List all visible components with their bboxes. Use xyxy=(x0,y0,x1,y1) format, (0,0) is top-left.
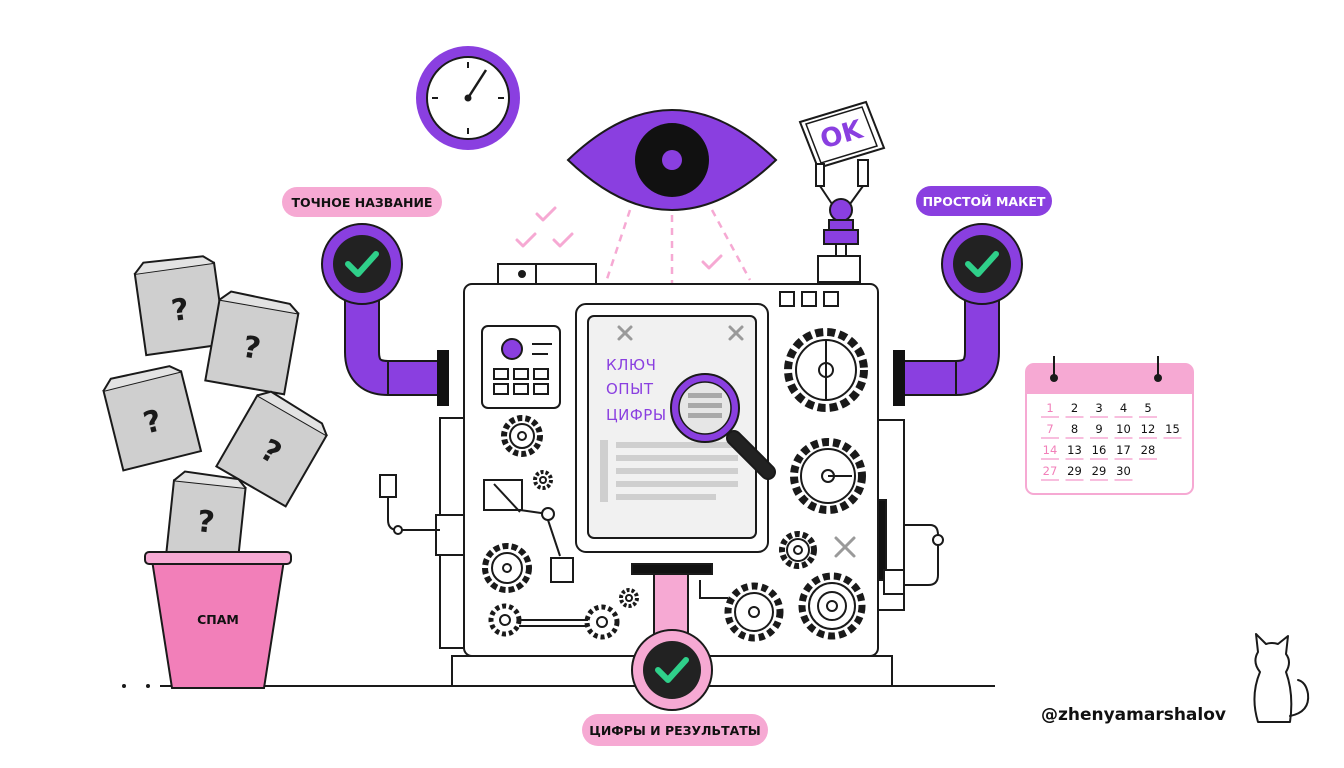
right-arm-pipe xyxy=(893,223,1023,406)
checkmark-icon xyxy=(345,251,379,277)
close-icon xyxy=(834,536,856,558)
label-exact-title-text: ТОЧНОЕ НАЗВАНИЕ xyxy=(292,195,433,210)
calendar-day: 29 xyxy=(1092,464,1107,478)
label-exact-title: ТОЧНОЕ НАЗВАНИЕ xyxy=(282,187,442,217)
calendar-day: 5 xyxy=(1144,401,1151,415)
label-numbers-results-text: ЦИФРЫ И РЕЗУЛЬТАТЫ xyxy=(589,723,761,738)
spam-label: СПАМ xyxy=(197,612,239,627)
clock-icon xyxy=(416,46,520,150)
calendar-day: 3 xyxy=(1095,401,1102,415)
text-lines xyxy=(600,440,738,502)
gear-icon xyxy=(584,604,620,640)
screen-word-key: КЛЮЧ xyxy=(606,356,656,374)
left-arm-pipe xyxy=(321,223,449,406)
gear-icon xyxy=(724,582,784,642)
gear-icon xyxy=(779,531,817,569)
label-numbers-results: ЦИФРЫ И РЕЗУЛЬТАТЫ xyxy=(582,714,768,746)
side-wires xyxy=(379,474,944,595)
calendar-day: 10 xyxy=(1116,422,1131,436)
screen-stand xyxy=(631,563,713,641)
calendar-day: 15 xyxy=(1165,422,1180,436)
calendar-day: 7 xyxy=(1046,422,1053,436)
control-panel xyxy=(481,325,561,409)
screen-word-numbers: ЦИФРЫ xyxy=(606,406,667,424)
gear-icon xyxy=(619,588,639,608)
checkmark-icon xyxy=(655,657,689,683)
calendar-day: 13 xyxy=(1067,443,1082,457)
gear-icon xyxy=(798,572,866,640)
trash-bin-icon: СПАМ xyxy=(144,551,292,689)
gear-icon xyxy=(482,543,532,593)
gear-icon xyxy=(488,603,522,637)
calendar-day: 28 xyxy=(1141,443,1156,457)
question-paper: ? xyxy=(204,290,300,396)
gear-icon xyxy=(501,415,543,457)
question-mark: ? xyxy=(195,504,216,541)
bottom-check-badge xyxy=(631,629,713,711)
question-paper: ? xyxy=(165,470,247,563)
calendar-day: 1 xyxy=(1046,401,1053,415)
linkage xyxy=(483,479,728,627)
gear-icon xyxy=(784,328,868,412)
close-icon xyxy=(617,325,633,341)
question-mark: ? xyxy=(240,330,263,367)
label-simple-layout: ПРОСТОЙ МАКЕТ xyxy=(916,186,1052,216)
question-paper: ? xyxy=(102,365,203,472)
calendar-day: 17 xyxy=(1116,443,1131,457)
label-simple-layout-text: ПРОСТОЙ МАКЕТ xyxy=(923,194,1046,209)
close-icon xyxy=(728,325,744,341)
calendar-day: 16 xyxy=(1092,443,1107,457)
calendar-day: 30 xyxy=(1116,464,1131,478)
calendar-day: 8 xyxy=(1071,422,1078,436)
calendar-day: 29 xyxy=(1067,464,1082,478)
magnifier-icon xyxy=(670,373,776,480)
calendar-day: 27 xyxy=(1043,464,1058,478)
question-paper: ? xyxy=(133,255,227,357)
screen xyxy=(575,303,769,553)
gear-icon xyxy=(533,470,553,490)
calendar-day: 12 xyxy=(1141,422,1156,436)
checkmark-icon xyxy=(965,251,999,277)
calendar-day: 2 xyxy=(1071,401,1078,415)
calendar-day: 14 xyxy=(1043,443,1058,457)
question-paper: ? xyxy=(214,390,329,508)
author-handle: @zhenyamarshalov xyxy=(1041,705,1226,725)
calendar-day: 9 xyxy=(1095,422,1102,436)
calendar-day: 4 xyxy=(1120,401,1127,415)
robot-arm-icon xyxy=(815,159,869,283)
ok-sign-icon: OK xyxy=(798,100,886,170)
gear-icon xyxy=(790,438,866,514)
cat-icon xyxy=(1253,633,1310,723)
question-mark: ? xyxy=(169,292,191,329)
eye-icon xyxy=(566,109,778,211)
screen-word-experience: ОПЫТ xyxy=(606,380,654,398)
